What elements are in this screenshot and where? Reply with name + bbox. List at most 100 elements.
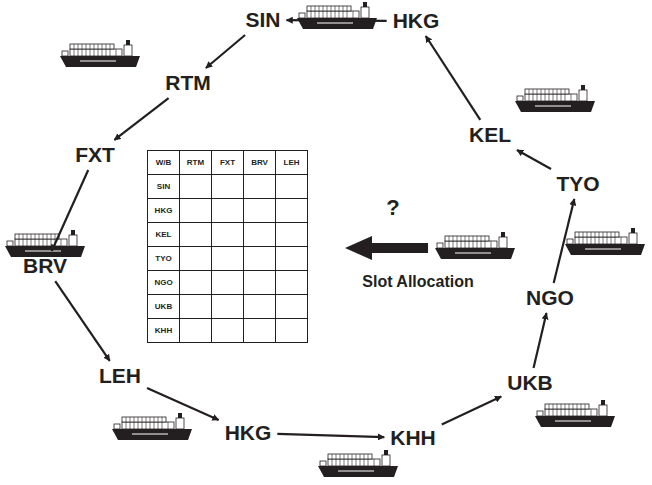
table-cell bbox=[244, 319, 276, 343]
allocation-arrow bbox=[345, 236, 428, 260]
table-cell: UKB bbox=[148, 295, 180, 319]
table-cell bbox=[212, 295, 244, 319]
table-cell: RTM bbox=[180, 151, 212, 175]
table-cell bbox=[276, 175, 308, 199]
port-code: UKB bbox=[507, 371, 553, 394]
route-arrow bbox=[147, 388, 219, 420]
port-label: NGO bbox=[523, 286, 577, 310]
table-cell bbox=[212, 175, 244, 199]
table-text: LEH bbox=[284, 158, 300, 167]
table-cell: HKG bbox=[148, 199, 180, 223]
table-cell bbox=[180, 319, 212, 343]
table-cell bbox=[180, 223, 212, 247]
slot-table: W/B RTM FXT BRV LEH SIN HKG KEL TYO NGO UKB KHH bbox=[147, 150, 308, 343]
question-mark: ? bbox=[386, 195, 399, 221]
table-cell bbox=[212, 319, 244, 343]
table-cell bbox=[180, 247, 212, 271]
table-cell: TYO bbox=[148, 247, 180, 271]
port-label: RTM bbox=[162, 71, 214, 95]
table-cell bbox=[180, 271, 212, 295]
table-cell: KEL bbox=[148, 223, 180, 247]
table-text: SIN bbox=[157, 182, 170, 191]
table-cell bbox=[244, 271, 276, 295]
port-code: KEL bbox=[469, 123, 511, 146]
ship bbox=[435, 232, 515, 259]
table-cell: KHH bbox=[148, 319, 180, 343]
route-arrow bbox=[206, 35, 245, 68]
route-arrow bbox=[534, 313, 547, 368]
caption-text: Slot Allocation bbox=[362, 273, 473, 291]
table-cell: NGO bbox=[148, 271, 180, 295]
port-code: BRV bbox=[23, 254, 67, 277]
table-cell bbox=[244, 175, 276, 199]
ship bbox=[297, 2, 377, 29]
table-cell bbox=[212, 247, 244, 271]
table-text: KEL bbox=[156, 230, 172, 239]
route-arrow bbox=[52, 170, 88, 251]
ship bbox=[565, 228, 645, 255]
table-cell: FXT bbox=[212, 151, 244, 175]
port-label: KHH bbox=[387, 426, 439, 450]
table-cell: LEH bbox=[276, 151, 308, 175]
port-code: TYO bbox=[556, 172, 599, 195]
table-cell bbox=[276, 247, 308, 271]
table-cell bbox=[180, 295, 212, 319]
table-cell bbox=[244, 295, 276, 319]
table-cell bbox=[244, 223, 276, 247]
table-cell bbox=[244, 199, 276, 223]
table-cell bbox=[244, 247, 276, 271]
route-arrow bbox=[426, 36, 481, 120]
port-code: LEH bbox=[99, 364, 141, 387]
table-cell: BRV bbox=[244, 151, 276, 175]
route-arrow bbox=[517, 150, 551, 169]
table-cell bbox=[212, 271, 244, 295]
table-cell bbox=[276, 295, 308, 319]
table-cell bbox=[276, 199, 308, 223]
port-code: HKG bbox=[225, 421, 272, 444]
table-cell bbox=[212, 223, 244, 247]
route-arrow bbox=[277, 434, 384, 437]
route-arrow bbox=[442, 397, 502, 425]
table-cell: W/B bbox=[148, 151, 180, 175]
port-code: NGO bbox=[526, 286, 574, 309]
port-label: UKB bbox=[504, 371, 556, 395]
port-label: SIN bbox=[242, 8, 283, 32]
ship bbox=[60, 40, 140, 67]
route-arrow bbox=[287, 19, 387, 22]
ship bbox=[5, 230, 85, 257]
table-text: TYO bbox=[155, 254, 171, 263]
route-arrow bbox=[114, 98, 168, 140]
port-label: HKG bbox=[222, 421, 275, 445]
table-text: KHH bbox=[155, 326, 172, 335]
table-cell bbox=[276, 319, 308, 343]
table-text: W/B bbox=[156, 158, 172, 167]
ship bbox=[535, 400, 615, 427]
port-label: KEL bbox=[466, 123, 514, 147]
route-arrow bbox=[554, 199, 575, 283]
ship bbox=[515, 85, 595, 112]
port-label: HKG bbox=[390, 9, 443, 33]
table-cell: SIN bbox=[148, 175, 180, 199]
port-code: SIN bbox=[245, 8, 280, 31]
port-code: HKG bbox=[393, 9, 440, 32]
table-text: BRV bbox=[251, 158, 268, 167]
route-arrow bbox=[55, 281, 110, 361]
table-text: RTM bbox=[187, 158, 204, 167]
table-text: UKB bbox=[155, 302, 172, 311]
port-code: KHH bbox=[390, 426, 436, 449]
ship bbox=[318, 450, 398, 477]
table-text: HKG bbox=[155, 206, 173, 215]
table-text: FXT bbox=[220, 158, 235, 167]
port-label: BRV bbox=[20, 254, 70, 278]
port-code: FXT bbox=[75, 143, 115, 166]
ship bbox=[112, 413, 192, 440]
table-cell bbox=[212, 199, 244, 223]
table-text: NGO bbox=[154, 278, 172, 287]
table-cell bbox=[276, 271, 308, 295]
port-label: FXT bbox=[72, 143, 118, 167]
port-label: LEH bbox=[96, 364, 144, 388]
port-label: TYO bbox=[553, 172, 602, 196]
table-cell bbox=[276, 223, 308, 247]
